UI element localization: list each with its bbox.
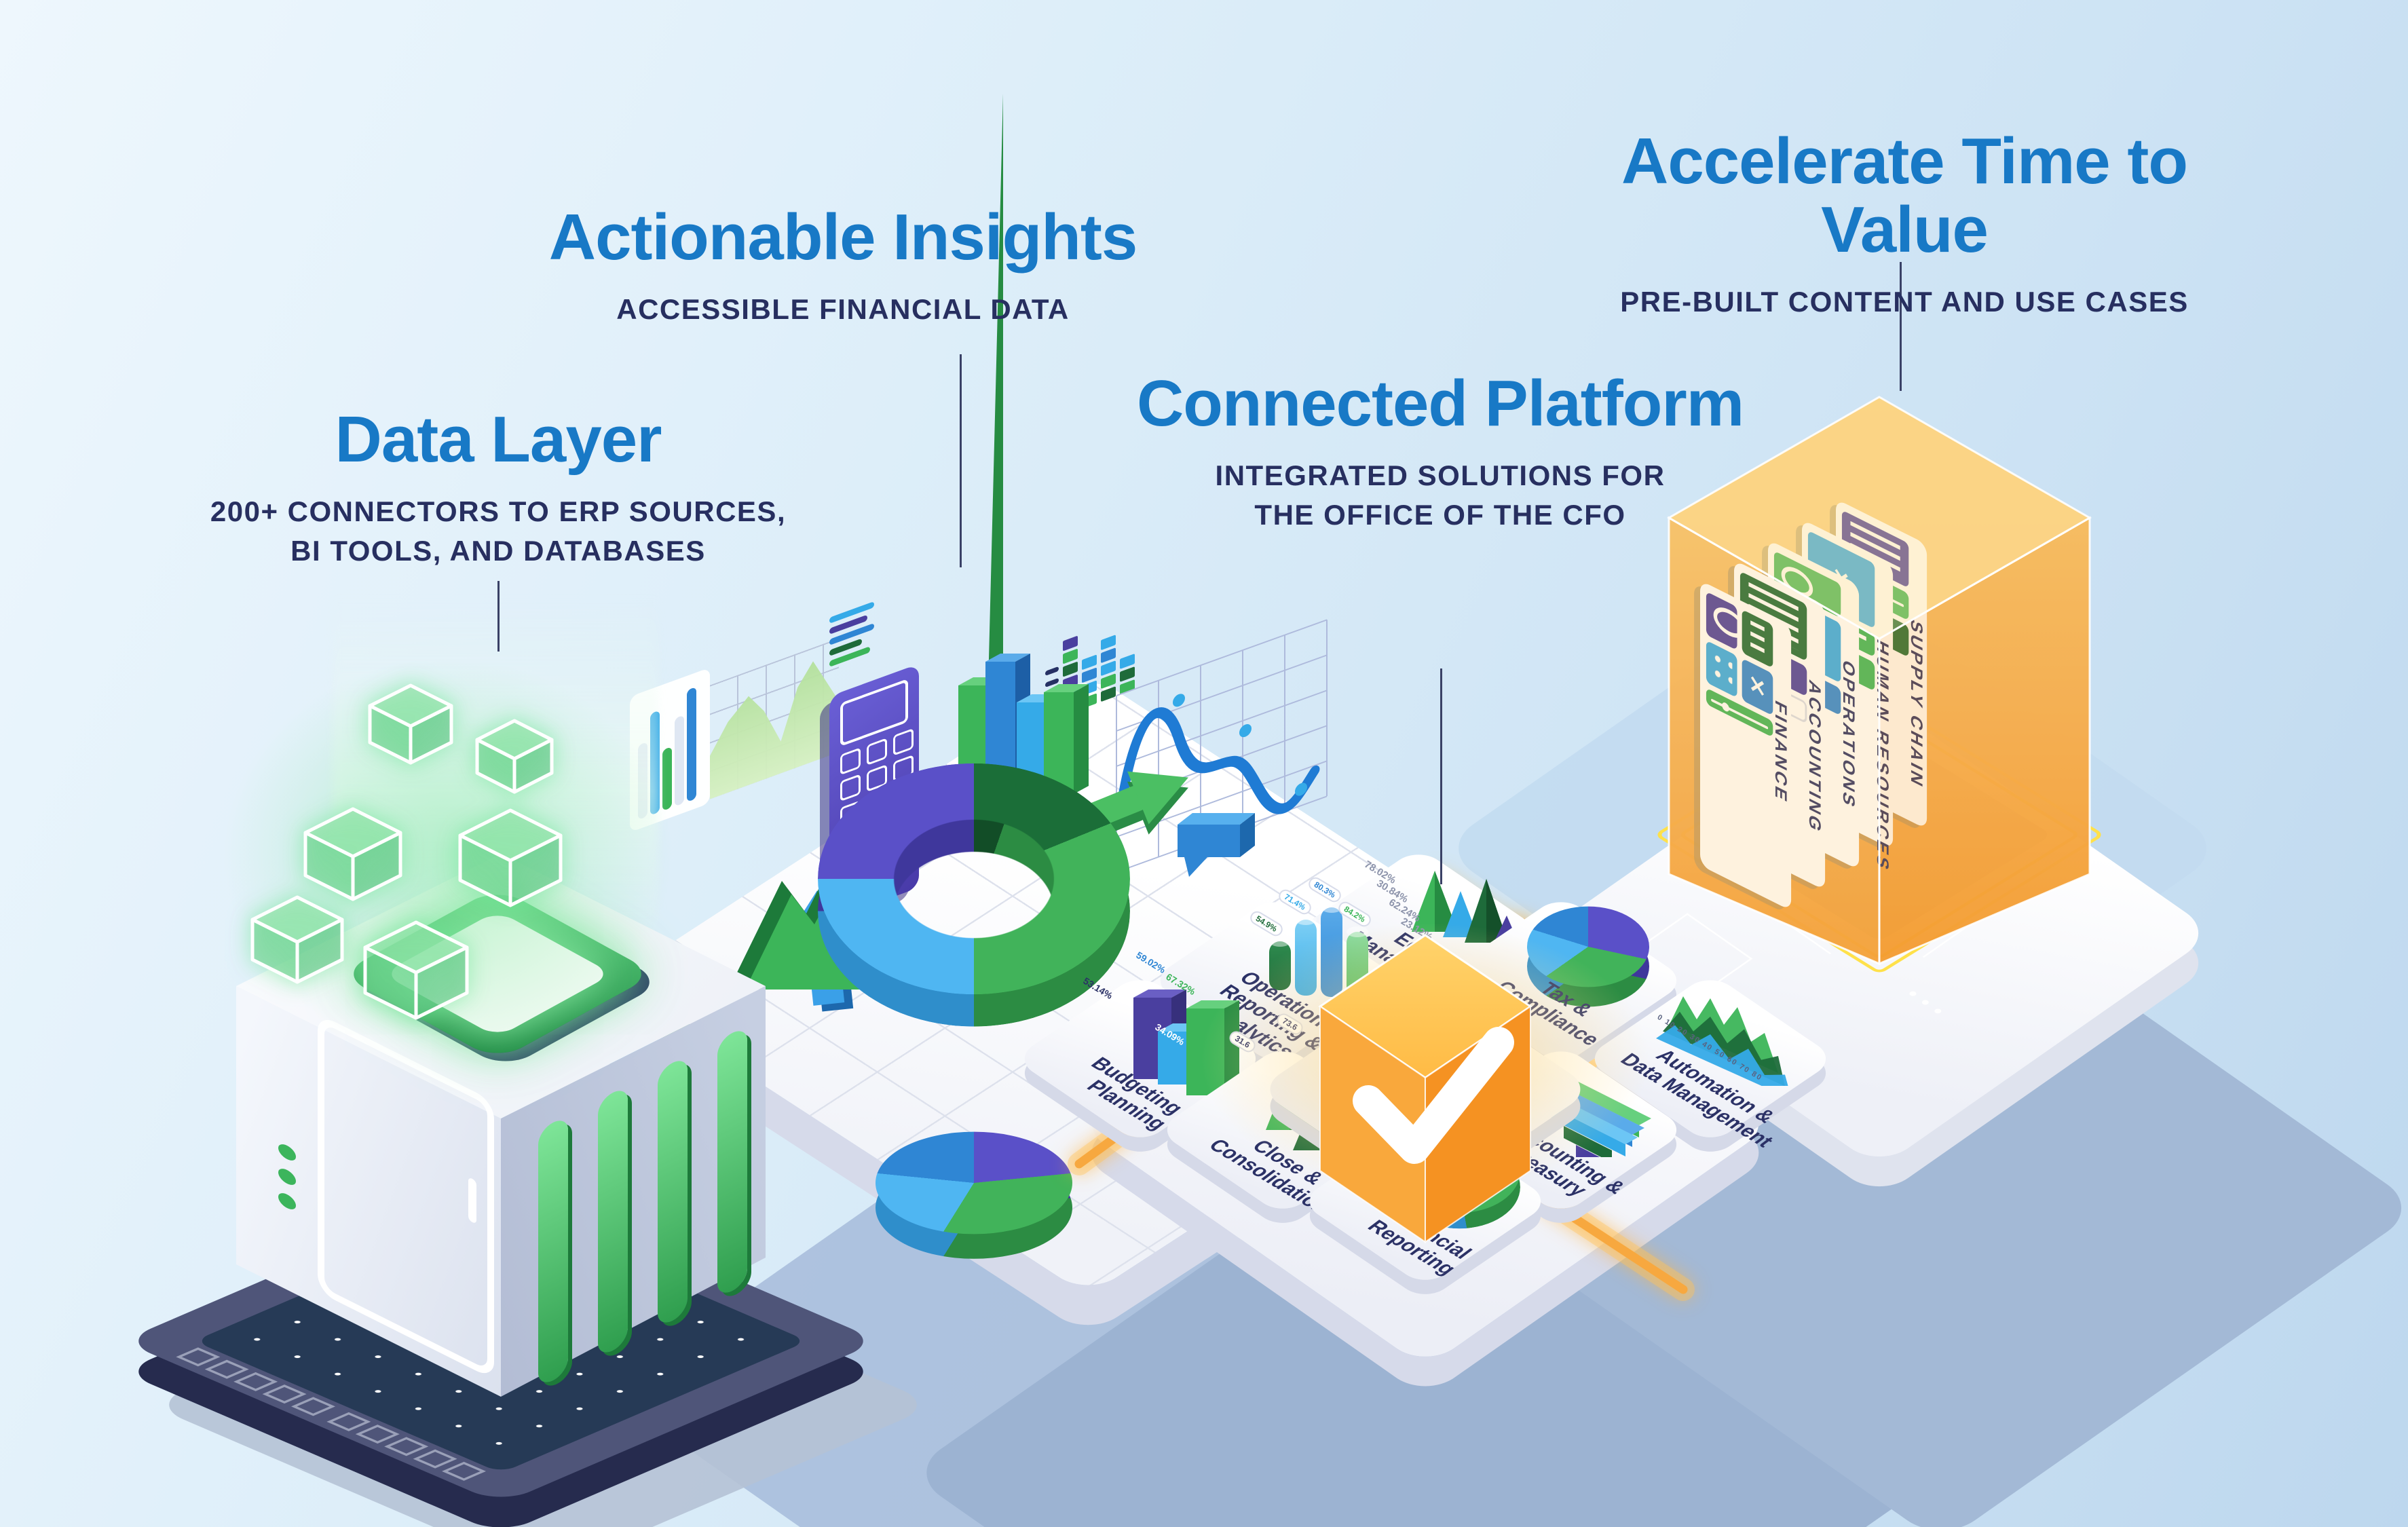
data-layer-header: Data Layer 200+ CONNECTORS TO ERP SOURCE… (193, 403, 804, 571)
data-layer-title: Data Layer (335, 403, 662, 476)
actionable-insights-header: Actionable Insights ACCESSIBLE FINANCIAL… (538, 201, 1148, 329)
checkmark-icon (1353, 1027, 1514, 1164)
accelerate-title: Accelerate Time to Value (1621, 125, 2188, 266)
leader-line-data-layer (497, 581, 500, 652)
connected-platform-title: Connected Platform (1136, 367, 1744, 440)
connected-platform-header: Connected Platform INTEGRATED SOLUTIONS … (1135, 367, 1746, 535)
wireframe-cube (250, 895, 344, 984)
tile-automation-data-management: 0 10 20 30 40 50 60 70 80 Automation & D… (1583, 950, 1837, 1167)
wireframe-cube (458, 808, 563, 907)
leader-line-connected (1440, 668, 1442, 884)
wireframe-cube (363, 920, 469, 1020)
line-chart (1116, 619, 1328, 873)
actionable-insights-subtitle: ACCESSIBLE FINANCIAL DATA (616, 293, 1070, 325)
wireframe-cube (368, 683, 453, 765)
wireframe-cube (303, 807, 402, 901)
actionable-insights-title: Actionable Insights (548, 201, 1137, 274)
accelerate-subtitle: PRE-BUILT CONTENT AND USE CASES (1620, 285, 2189, 318)
connected-platform-subtitle: INTEGRATED SOLUTIONS FOR THE OFFICE OF T… (1215, 459, 1666, 531)
accelerate-header: Accelerate Time to Value PRE-BUILT CONTE… (1551, 125, 2257, 322)
leader-line-insights (960, 354, 962, 567)
bar-chart-3d (958, 94, 1089, 794)
chat-bubble-icon (1178, 813, 1255, 877)
leader-line-accelerate (1900, 262, 1902, 391)
wireframe-cube (475, 719, 554, 794)
data-layer-subtitle: 200+ CONNECTORS TO ERP SOURCES, BI TOOLS… (210, 495, 787, 567)
